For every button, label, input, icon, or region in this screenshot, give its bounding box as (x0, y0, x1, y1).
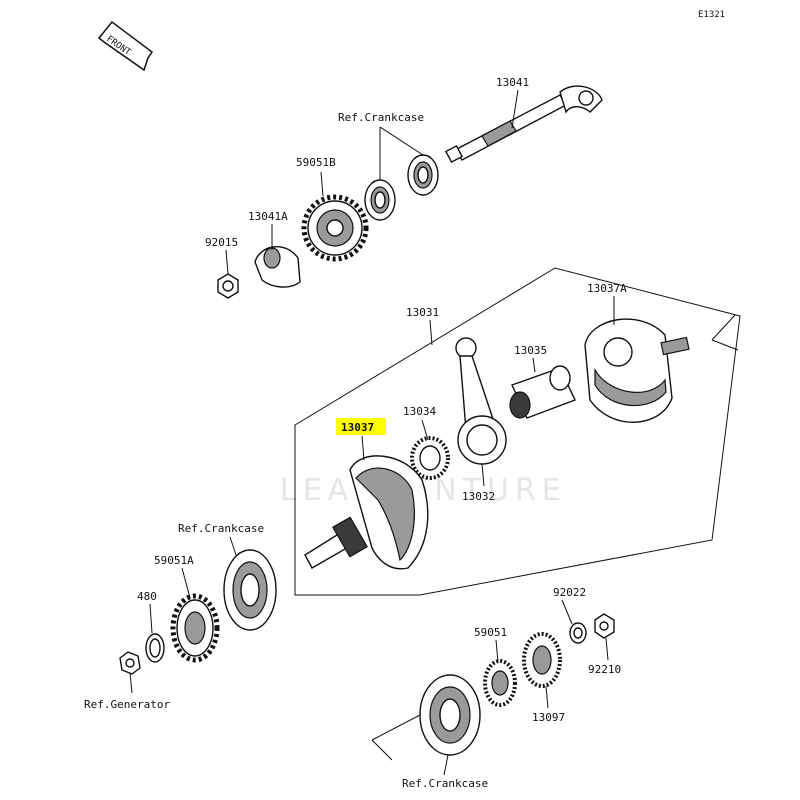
label-13097[interactable]: 13097 (532, 711, 565, 724)
needle-bearing-13034[interactable] (410, 436, 450, 480)
leader-13031 (429, 319, 433, 346)
washer-92022[interactable] (569, 622, 587, 644)
leader-480 (149, 603, 153, 634)
leader-13034 (421, 419, 429, 441)
crank-half-13037[interactable] (304, 455, 429, 570)
weight-13041A[interactable] (254, 245, 301, 288)
connecting-rod-13032[interactable] (455, 337, 507, 465)
label-13032[interactable]: 13032 (462, 490, 495, 503)
bearing-top-left[interactable] (364, 179, 396, 221)
label-ref-crankcase-bottom[interactable]: Ref.Crankcase (402, 777, 488, 790)
label-13034[interactable]: 13034 (403, 405, 436, 418)
label-92210[interactable]: 92210 (588, 663, 621, 676)
label-480[interactable]: 480 (137, 590, 157, 603)
leader-59051B (320, 171, 324, 197)
highlight-13037 (336, 418, 386, 435)
balancer-shaft-13041[interactable] (444, 85, 603, 164)
leader-92015 (225, 249, 229, 275)
leader-13097 (545, 685, 549, 709)
label-ref-crankcase-mid[interactable]: Ref.Crankcase (178, 522, 264, 535)
arrow-left-a (371, 714, 421, 741)
label-13035[interactable]: 13035 (514, 344, 547, 357)
bearing-ref-crankcase-mid[interactable] (223, 549, 277, 631)
gear-13097[interactable] (522, 632, 562, 688)
crank-half-13037A[interactable] (584, 318, 690, 423)
label-92022[interactable]: 92022 (553, 586, 586, 599)
leader-13035 (532, 357, 536, 373)
nut-92015[interactable] (217, 273, 239, 299)
leader-ref-top-b (379, 126, 424, 156)
gear-59051B[interactable] (301, 194, 369, 262)
arrow-right-b (711, 339, 739, 351)
gear-59051[interactable] (483, 659, 517, 707)
label-59051B[interactable]: 59051B (296, 156, 336, 169)
diagram-code: E1321 (698, 10, 725, 20)
leader-13032 (481, 463, 485, 487)
leader-92210 (605, 637, 609, 661)
bearing-ref-crankcase-bottom[interactable] (419, 674, 481, 756)
leader-92022 (561, 599, 573, 625)
nut-92210[interactable] (594, 613, 615, 639)
arrow-left-b (371, 739, 393, 761)
leader-ref-generator (129, 672, 133, 694)
crankshaft-assembly-box (294, 267, 741, 596)
label-13031[interactable]: 13031 (406, 306, 439, 319)
label-13037A[interactable]: 13037A (587, 282, 627, 295)
label-59051[interactable]: 59051 (474, 626, 507, 639)
arrow-right (711, 314, 736, 341)
leader-59051 (495, 639, 499, 663)
leader-ref-mid (229, 536, 237, 556)
label-13041[interactable]: 13041 (496, 76, 529, 89)
label-59051A[interactable]: 59051A (154, 554, 194, 567)
nut-ref-generator[interactable] (119, 651, 141, 675)
label-ref-generator[interactable]: Ref.Generator (84, 698, 170, 711)
leader-13037 (361, 435, 365, 461)
label-13041A[interactable]: 13041A (248, 210, 288, 223)
gear-59051A[interactable] (170, 593, 220, 663)
leader-ref-bottom (443, 754, 449, 776)
label-13037-highlighted[interactable]: 13037 (341, 421, 374, 434)
leader-13041 (511, 89, 519, 129)
washer-480[interactable] (145, 633, 165, 663)
front-arrow-icon: FRONT (97, 20, 154, 72)
bearing-top-right[interactable] (407, 154, 439, 196)
label-92015[interactable]: 92015 (205, 236, 238, 249)
leader-59051A (181, 567, 191, 599)
label-ref-crankcase-top[interactable]: Ref.Crankcase (338, 111, 424, 124)
crank-pin-13035[interactable] (509, 365, 576, 419)
